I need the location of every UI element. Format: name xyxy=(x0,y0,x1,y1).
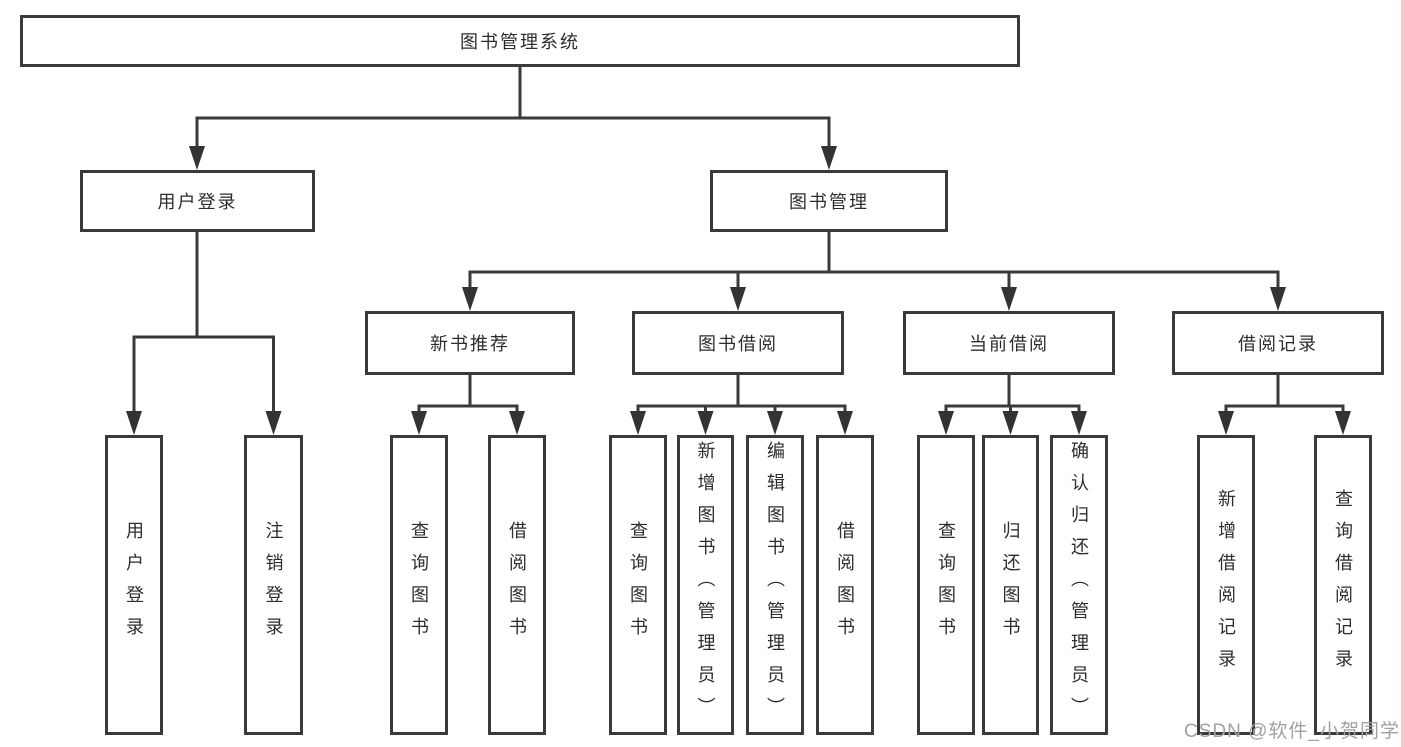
node-current-borrowing: 当前借阅 xyxy=(903,311,1115,375)
connector-user-login-to-leaves xyxy=(126,232,282,435)
leaf-return-books: 归还图书 xyxy=(982,435,1039,735)
leaf-logout: 注销登录 xyxy=(244,435,303,735)
leaf-user-login: 用户登录 xyxy=(105,435,163,735)
node-label: 借阅图书 xyxy=(835,521,855,649)
connector-current-to-leaves xyxy=(938,375,1087,435)
leaf-edit-books-admin: 编辑图书（管理员） xyxy=(746,435,804,735)
node-label: 新增借阅记录 xyxy=(1216,489,1236,681)
node-label: 编辑图书（管理员） xyxy=(765,441,785,729)
leaf-query-books-current: 查询图书 xyxy=(917,435,975,735)
leaf-confirm-return-admin: 确认归还（管理员） xyxy=(1050,435,1108,735)
node-label: 确认归还（管理员） xyxy=(1069,441,1089,729)
node-label: 注销登录 xyxy=(263,521,284,649)
node-label: 借阅图书 xyxy=(507,521,527,649)
leaf-query-books-borrowing: 查询图书 xyxy=(609,435,667,735)
node-label: 图书管理系统 xyxy=(460,32,580,52)
node-label: 借阅记录 xyxy=(1238,334,1318,354)
node-root-system: 图书管理系统 xyxy=(20,15,1020,67)
node-new-book-recommend: 新书推荐 xyxy=(365,311,575,375)
connector-root-to-level2 xyxy=(189,67,837,170)
csdn-watermark: CSDN @软件_小贺同学 xyxy=(1184,721,1400,742)
node-borrowing-records: 借阅记录 xyxy=(1172,311,1384,375)
node-label: 用户登录 xyxy=(157,192,238,212)
leaf-add-borrow-record: 新增借阅记录 xyxy=(1197,435,1255,735)
node-book-borrowing: 图书借阅 xyxy=(632,311,844,375)
node-label: 当前借阅 xyxy=(969,334,1049,354)
connector-borrowing-to-leaves xyxy=(630,375,853,435)
node-label: 查询图书 xyxy=(936,521,956,649)
connector-book-mgmt-to-level3 xyxy=(462,232,1286,311)
node-label: 用户登录 xyxy=(124,521,144,649)
node-label: 图书借阅 xyxy=(698,334,778,354)
leaf-query-books-recommend: 查询图书 xyxy=(390,435,448,735)
node-label: 查询图书 xyxy=(628,521,648,649)
leaf-borrow-books-recommend: 借阅图书 xyxy=(488,435,546,735)
leaf-add-books-admin: 新增图书（管理员） xyxy=(677,435,734,735)
node-label: 查询图书 xyxy=(409,521,429,649)
node-user-login: 用户登录 xyxy=(80,170,315,232)
node-label: 归还图书 xyxy=(1000,521,1021,649)
right-edge-strip xyxy=(1401,0,1405,747)
node-book-management: 图书管理 xyxy=(710,170,948,232)
node-label: 新书推荐 xyxy=(430,334,510,354)
node-label: 图书管理 xyxy=(789,192,869,212)
node-label: 查询借阅记录 xyxy=(1333,489,1353,681)
leaf-query-borrow-record: 查询借阅记录 xyxy=(1314,435,1372,735)
connector-new-books-to-leaves xyxy=(411,375,525,435)
leaf-borrow-books: 借阅图书 xyxy=(816,435,874,735)
node-label: 新增图书（管理员） xyxy=(695,441,716,729)
connector-records-to-leaves xyxy=(1218,375,1351,435)
